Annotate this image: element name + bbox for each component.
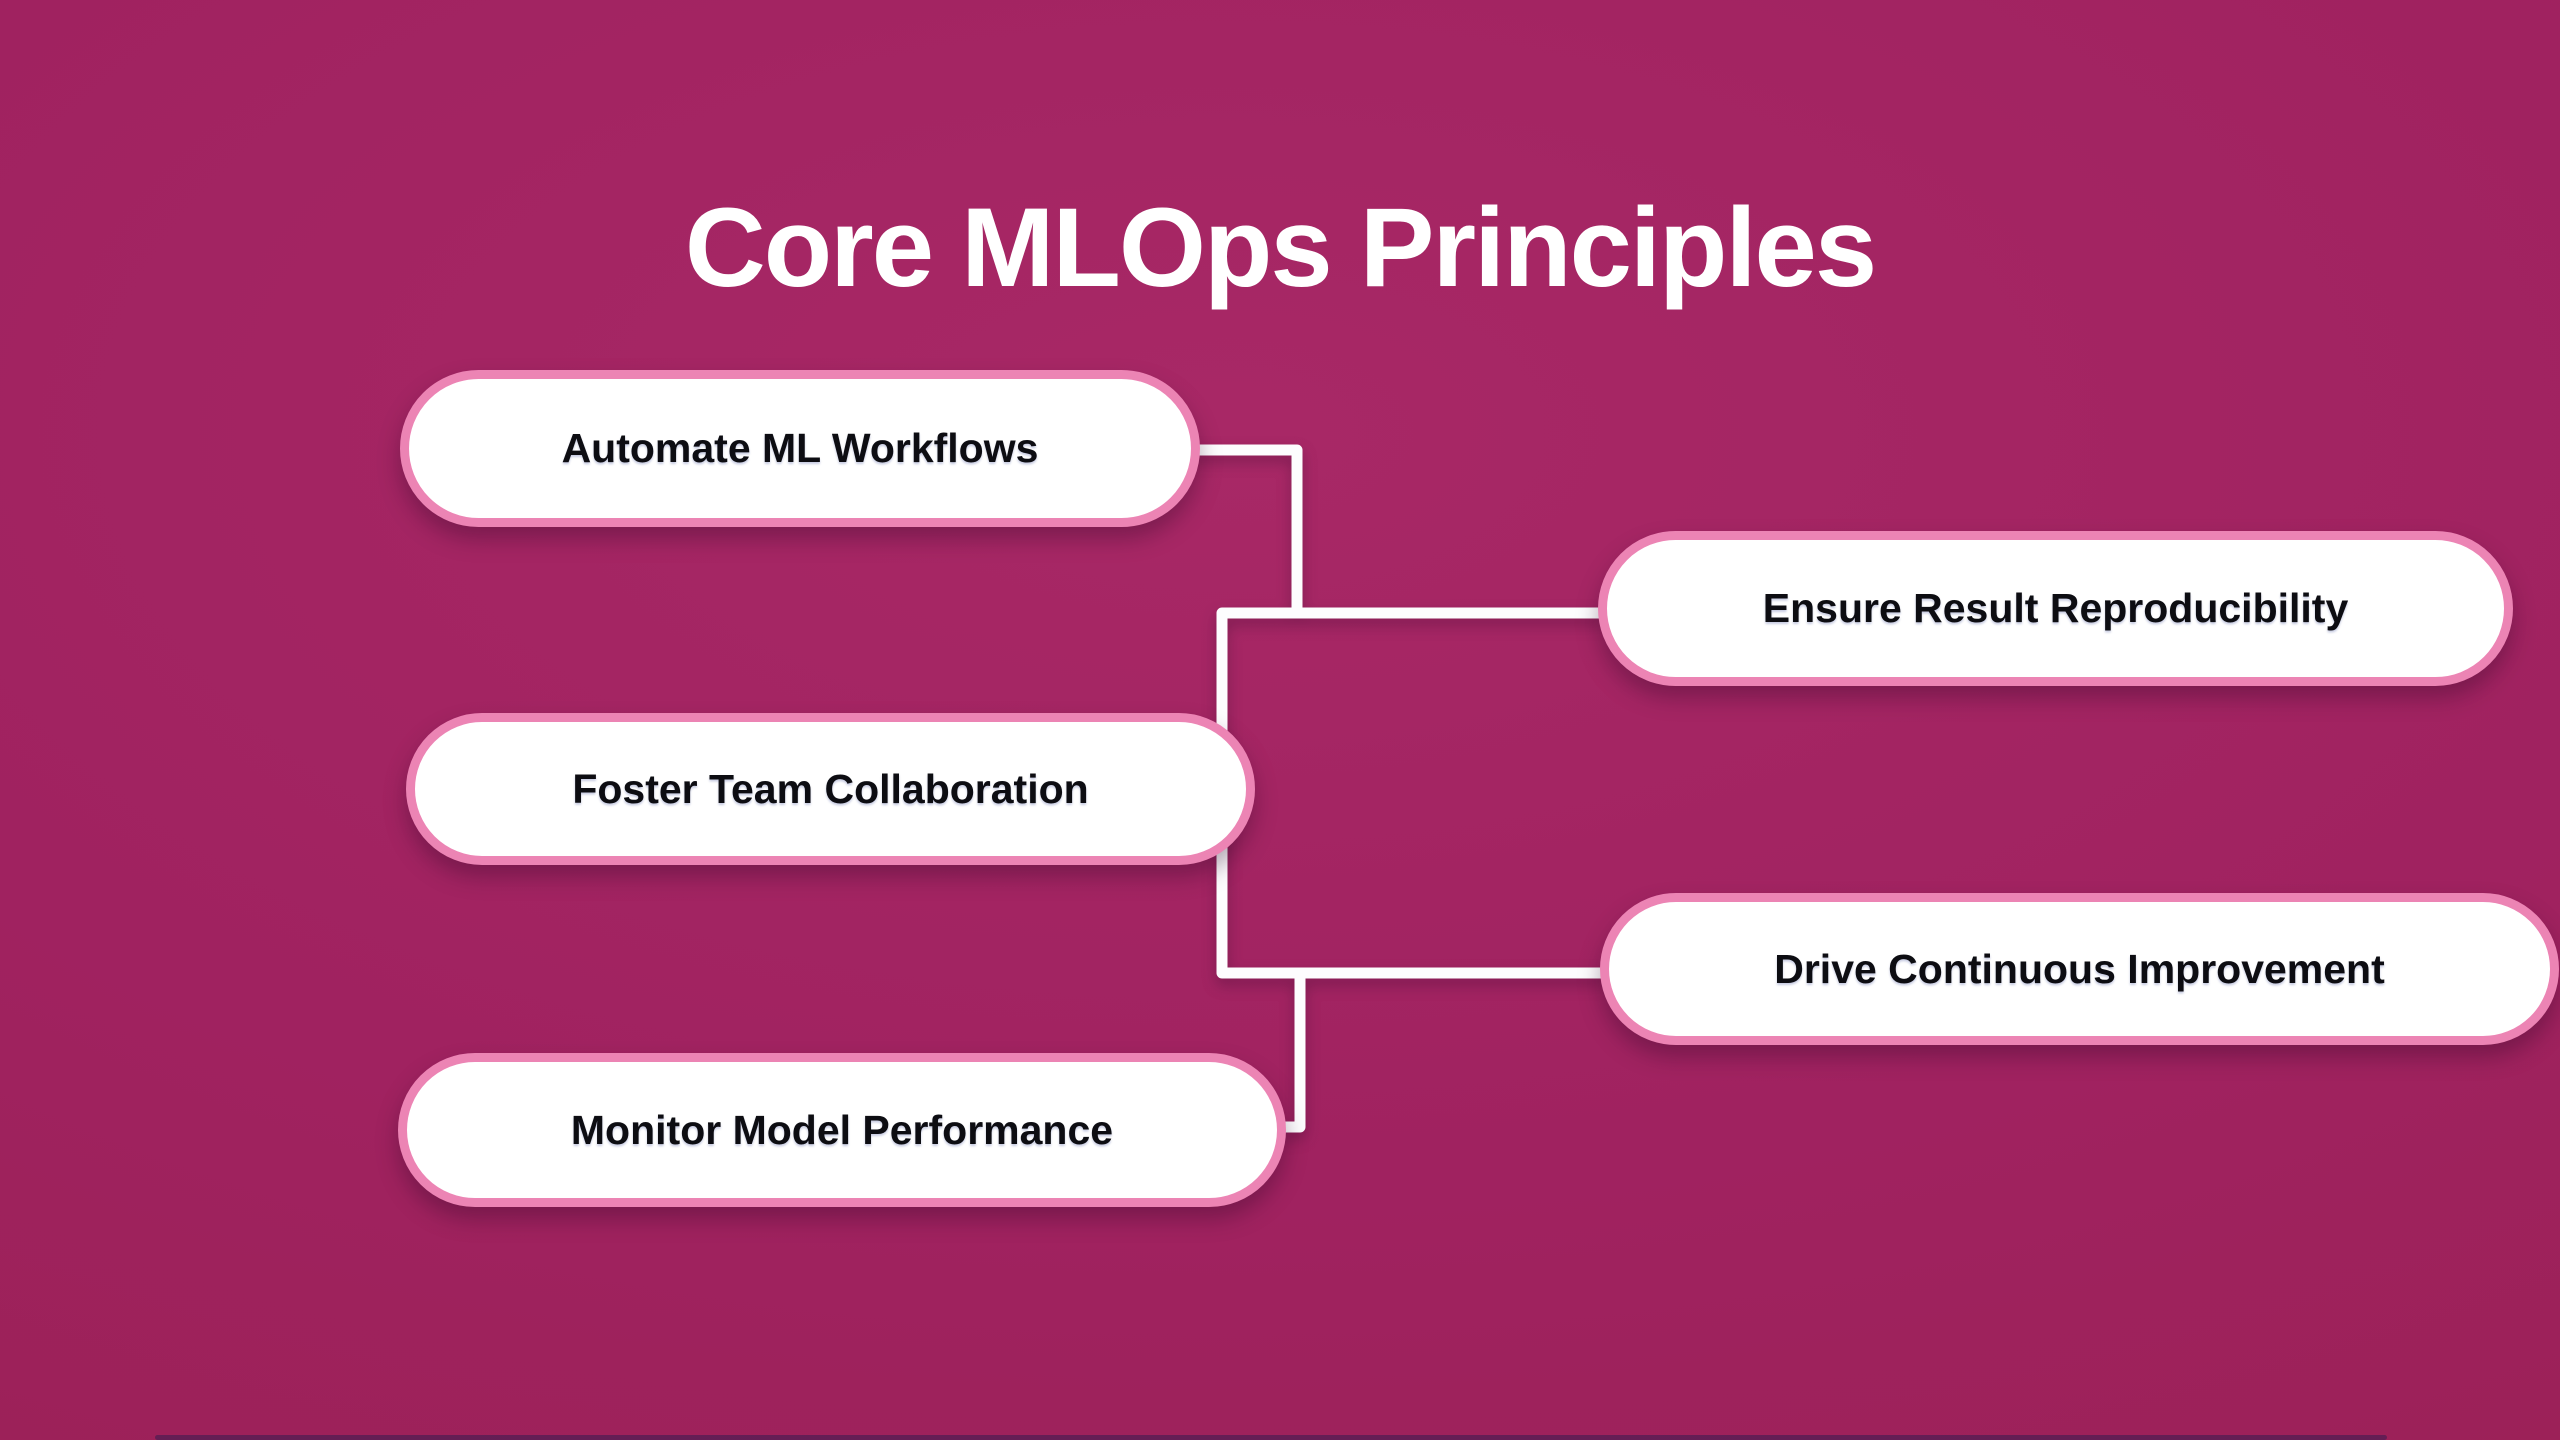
node-drive: Drive Continuous Improvement: [1600, 893, 2559, 1045]
page-title: Core MLOps Principles: [684, 185, 1877, 311]
bottom-edge-shadow: [155, 1435, 2387, 1440]
node-ensure: Ensure Result Reproducibility: [1598, 531, 2513, 686]
connector-spine-ensure: [1216, 607, 1607, 979]
node-monitor: Monitor Model Performance: [398, 1053, 1286, 1207]
node-label: Foster Team Collaboration: [572, 765, 1089, 812]
node-foster: Foster Team Collaboration: [406, 713, 1255, 865]
node-label: Drive Continuous Improvement: [1774, 945, 2385, 992]
node-automate: Automate ML Workflows: [400, 370, 1200, 527]
connector-automate-spine: [1190, 444, 1303, 613]
node-label: Automate ML Workflows: [561, 425, 1039, 471]
connector-spine-monitor: [1280, 973, 1306, 1133]
node-label: Ensure Result Reproducibility: [1762, 585, 2349, 631]
node-label: Monitor Model Performance: [570, 1106, 1114, 1153]
